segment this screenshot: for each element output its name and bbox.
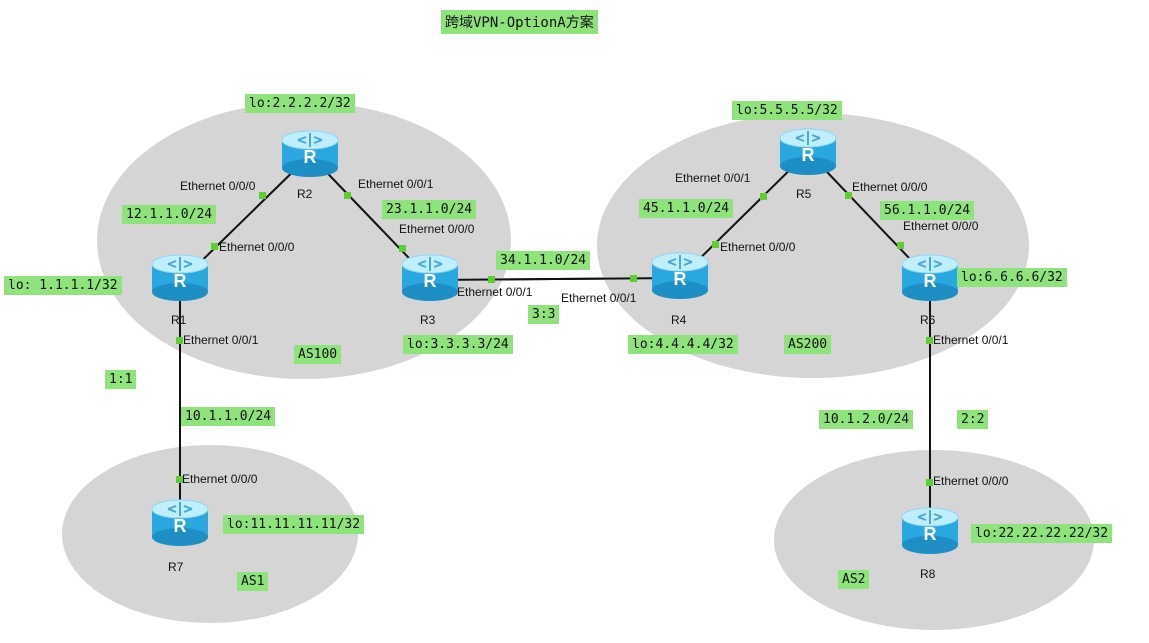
port-r3-to-r2: Ethernet 0/0/0 [399,222,475,236]
router-letter: R [802,145,815,165]
loopback-r1: lo: 1.1.1.1/32 [4,276,122,295]
router-letter: R [304,147,317,167]
port-dot-r8-r6 [926,479,933,486]
router-r6-icon[interactable]: R [900,252,960,302]
loopback-r3: lo:3.3.3.3/24 [403,335,513,354]
port-dot-r4-r3 [630,275,637,282]
loopback-r2: lo:2.2.2.2/32 [245,94,355,113]
subnet-r1-r7: 10.1.1.0/24 [181,407,276,426]
port-dot-r1-r2 [211,243,218,250]
router-r8-icon[interactable]: R [900,505,960,555]
subnet-r4-r5: 45.1.1.0/24 [639,199,734,218]
as1-region [62,445,358,623]
router-r2-name: R2 [297,187,313,201]
as-label-200: AS200 [784,335,832,354]
port-dot-r1-r7 [176,337,183,344]
port-r1-to-r7: Ethernet 0/0/1 [183,333,259,347]
loopback-r6: lo:6.6.6.6/32 [957,268,1067,287]
as-label-2: AS2 [838,570,870,589]
router-r2-icon[interactable]: R [280,128,340,178]
port-dot-r2-r1 [259,192,266,199]
router-r7-name: R7 [168,560,184,574]
link-r3-r4 [429,277,681,281]
router-letter: R [924,524,937,544]
loopback-r4: lo:4.4.4.4/32 [628,335,738,354]
subnet-r2-r3: 23.1.1.0/24 [382,200,477,219]
diagram-title: 跨域VPN-OptionA方案 [441,10,598,34]
port-r4-to-r3: Ethernet 0/0/1 [561,291,637,305]
port-r3-to-r4: Ethernet 0/0/1 [457,285,533,299]
port-dot-r6-r5 [897,242,904,249]
subnet-r5-r6: 56.1.1.0/24 [880,201,975,220]
port-r6-to-r5: Ethernet 0/0/0 [903,219,979,233]
rd-r1-r7: 1:1 [105,370,137,389]
router-letter: R [174,271,187,291]
as-label-100: AS100 [294,345,342,364]
port-dot-r4-r5 [712,241,719,248]
port-r5-to-r4: Ethernet 0/0/1 [675,171,751,185]
port-r2-to-r3: Ethernet 0/0/1 [358,177,434,191]
port-r8-to-r6: Ethernet 0/0/0 [933,474,1009,488]
loopback-r5: lo:5.5.5.5/32 [732,101,842,120]
port-dot-r5-r4 [760,193,767,200]
rd-r6-r8: 2:2 [957,410,989,429]
router-r5-icon[interactable]: R [778,126,838,176]
router-r7-icon[interactable]: R [150,497,210,547]
router-r4-icon[interactable]: R [650,250,710,300]
as-label-1: AS1 [237,572,269,591]
router-r3-name: R3 [420,313,436,327]
port-dot-r5-r6 [845,192,852,199]
port-dot-r7-r1 [176,476,183,483]
port-dot-r6-r8 [926,337,933,344]
port-r6-to-r8: Ethernet 0/0/1 [933,333,1009,347]
router-r3-icon[interactable]: R [400,252,460,302]
port-dot-r3-r2 [399,245,406,252]
router-letter: R [674,269,687,289]
port-r1-to-r2: Ethernet 0/0/0 [219,240,295,254]
port-r4-to-r5: Ethernet 0/0/0 [720,240,796,254]
router-letter: R [424,271,437,291]
router-r4-name: R4 [671,313,687,327]
router-r5-name: R5 [796,187,812,201]
router-r1-name: R1 [171,313,187,327]
subnet-r6-r8: 10.1.2.0/24 [819,410,914,429]
port-r7-to-r1: Ethernet 0/0/0 [182,472,258,486]
port-dot-r3-r4 [488,276,495,283]
port-r2-to-r1: Ethernet 0/0/0 [180,179,256,193]
subnet-r3-r4: 34.1.1.0/24 [496,251,591,270]
router-r6-name: R6 [920,313,936,327]
port-r5-to-r6: Ethernet 0/0/0 [852,180,928,194]
loopback-r8: lo:22.22.22.22/32 [971,524,1113,543]
router-letter: R [924,271,937,291]
router-r8-name: R8 [920,567,936,581]
subnet-r1-r2: 12.1.1.0/24 [122,205,217,224]
router-r1-icon[interactable]: R [150,252,210,302]
router-letter: R [174,516,187,536]
port-dot-r2-r3 [344,192,351,199]
rd-r3-r4: 3:3 [528,305,560,324]
loopback-r7: lo:11.11.11.11/32 [223,515,365,534]
